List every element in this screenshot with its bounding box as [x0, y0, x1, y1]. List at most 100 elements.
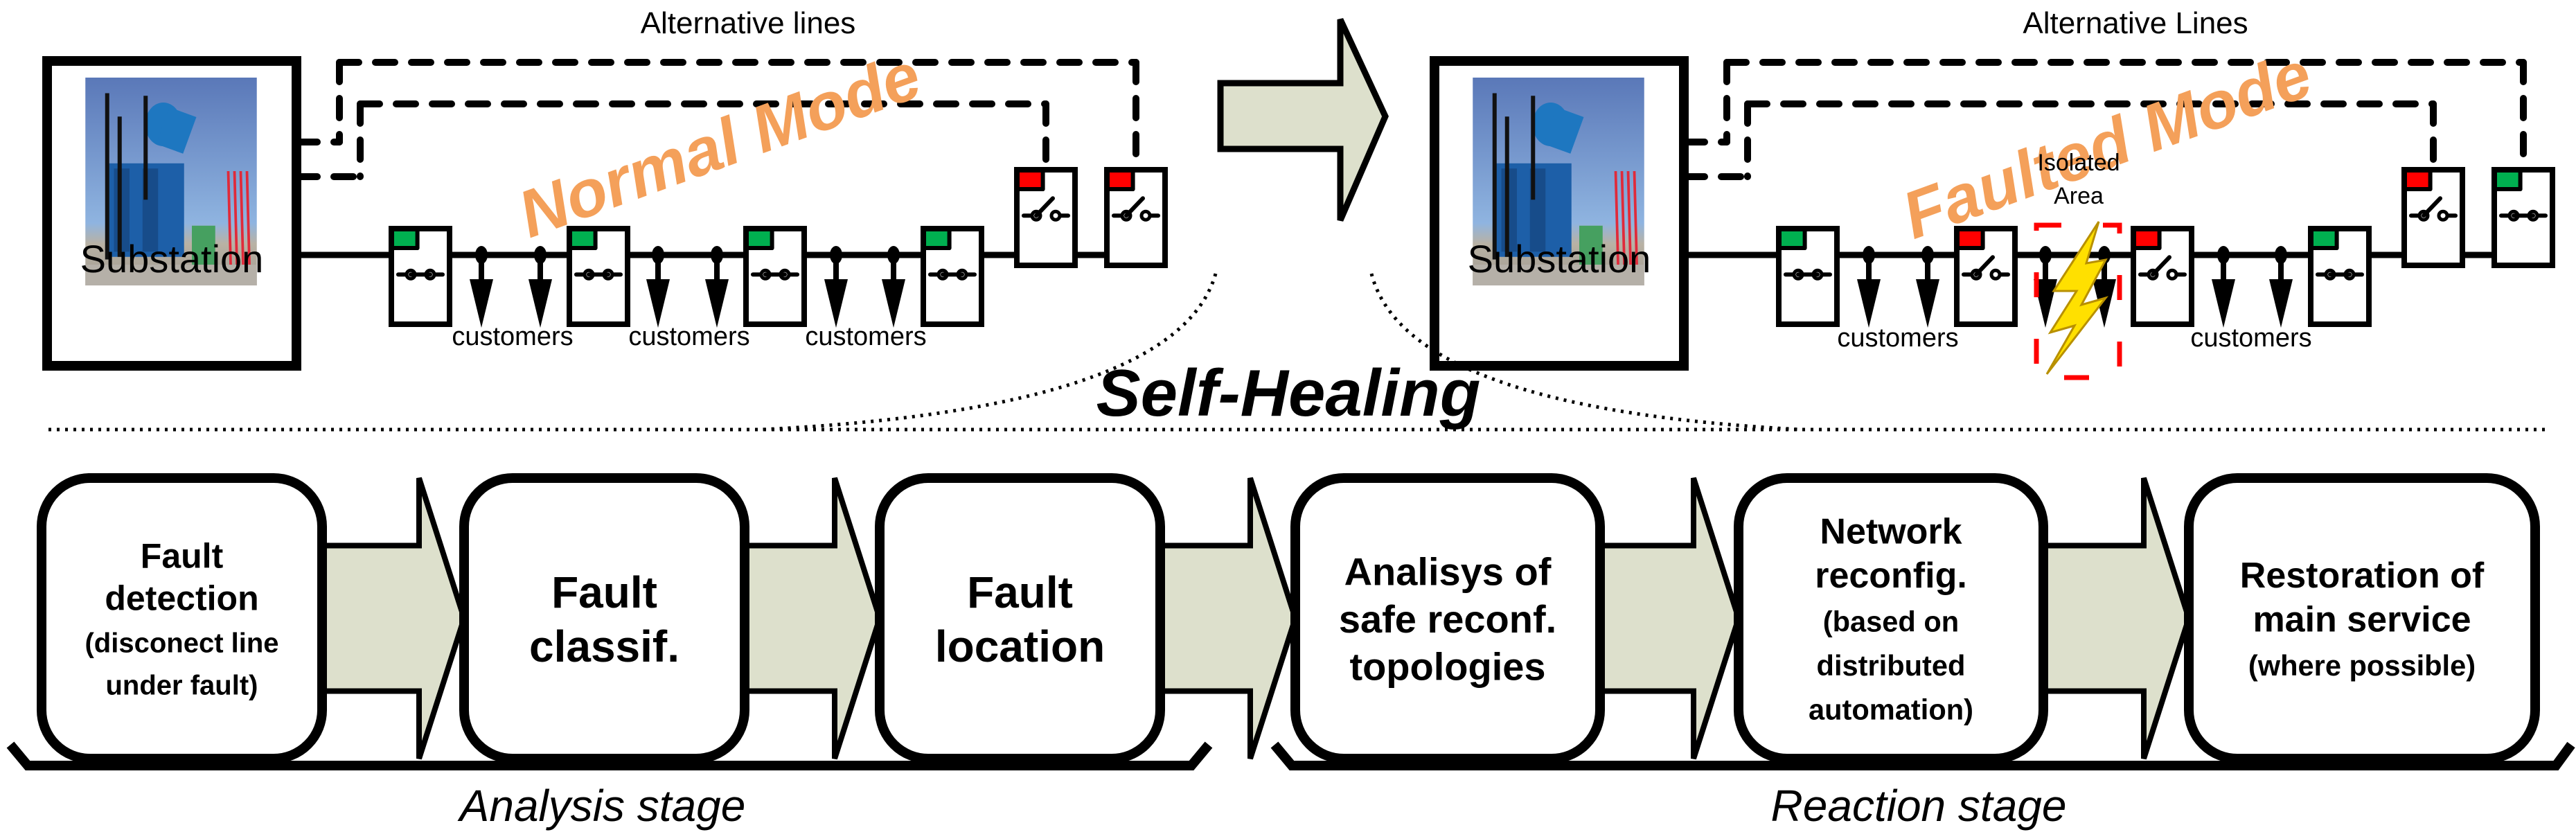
alternative-lines-label: Alternative Lines	[2023, 6, 2248, 40]
switch-open[interactable]	[1954, 226, 2018, 327]
right-block-arrow-icon	[1217, 18, 1389, 222]
step-text: distributed	[1817, 649, 1966, 682]
customer-arrow-icon	[2212, 279, 2235, 328]
alternative-lines-label: Alternative lines	[641, 6, 856, 40]
contact-icon	[2166, 268, 2178, 281]
self-healing-separator: Self-Healing	[48, 273, 2549, 432]
reaction-stage-label: Reaction stage	[1771, 781, 2067, 831]
customer-arrow-icon	[824, 279, 848, 328]
closed-status-indicator	[749, 231, 772, 247]
step-text: Analisys of	[1344, 550, 1552, 594]
substation-label: Substation	[1468, 237, 1651, 281]
step-text: safe reconf.	[1339, 597, 1556, 641]
customers-label: customers	[1837, 324, 1958, 353]
switch-closed[interactable]	[921, 226, 984, 327]
contact-icon	[2437, 209, 2449, 222]
customer-arrow-icon	[2034, 279, 2057, 328]
open-status-indicator	[1110, 173, 1133, 188]
switch-closed[interactable]	[743, 226, 807, 327]
flow-arrow-icon	[1597, 477, 1742, 760]
switch-open[interactable]	[1104, 167, 1168, 268]
lightning-fault-icon	[2045, 221, 2108, 375]
flow-arrow-icon	[742, 477, 883, 760]
open-status-indicator	[2407, 173, 2431, 188]
transition-arrow	[1217, 18, 1389, 222]
switch-closed[interactable]	[2491, 167, 2555, 268]
step-text: location	[935, 621, 1105, 671]
open-blade-icon	[2422, 196, 2442, 218]
step-text: (where possible)	[2248, 649, 2476, 682]
reaction-stage-bracket	[1270, 741, 2575, 770]
step-text: Fault	[551, 567, 657, 617]
isolated-area-box	[2034, 222, 2122, 380]
step-text: reconfig.	[1815, 556, 1967, 596]
customer-arrow-icon	[705, 279, 729, 328]
open-blade-icon	[2151, 255, 2171, 277]
customers-label: customers	[452, 322, 573, 351]
closed-status-indicator	[2313, 231, 2337, 247]
open-status-indicator	[2136, 231, 2160, 247]
switch-open[interactable]	[2131, 226, 2194, 327]
isolated-area-label: Area	[2054, 183, 2104, 209]
dotted-arc-right	[1369, 273, 1802, 432]
customers-label: customers	[805, 322, 926, 351]
closed-status-indicator	[926, 231, 950, 247]
closed-status-indicator	[394, 231, 418, 247]
contact-icon	[1989, 268, 2002, 281]
step-text: detection	[105, 579, 258, 617]
step-text: Fault	[141, 536, 224, 575]
step-text: main service	[2253, 600, 2471, 640]
contact-icon	[1049, 209, 1062, 222]
step-box-outline	[459, 473, 749, 763]
isolated-area-label: Isolated	[2037, 150, 2120, 176]
switch-closed[interactable]	[1776, 226, 1840, 327]
process-step-box: Fault detection (disconect line under fault…	[37, 473, 327, 763]
step-text: topologies	[1349, 644, 1545, 688]
step-text: (based on	[1823, 606, 1959, 638]
contact-icon	[1139, 209, 1152, 222]
closed-status-indicator	[572, 231, 596, 247]
open-blade-icon	[1034, 196, 1055, 218]
step-text: Fault	[967, 567, 1073, 617]
step-box-outline	[2184, 473, 2540, 763]
open-status-indicator	[1020, 173, 1043, 188]
customers-label: customers	[2190, 324, 2311, 353]
switch-open[interactable]	[1014, 167, 1078, 268]
step-text: classif.	[529, 621, 679, 671]
open-status-indicator	[1960, 231, 1983, 247]
customer-arrow-icon	[470, 279, 493, 328]
switch-closed[interactable]	[2308, 226, 2372, 327]
closed-status-indicator	[2497, 173, 2521, 188]
step-text: (disconect line	[85, 628, 278, 658]
customer-arrow-icon	[528, 279, 552, 328]
customer-arrow-icon	[646, 279, 670, 328]
customer-arrow-icon	[1916, 279, 1939, 328]
switch-open[interactable]	[2401, 167, 2465, 268]
customer-arrow-icon	[2093, 279, 2116, 328]
customer-arrow-icon	[1857, 279, 1881, 328]
step-text: under fault)	[106, 670, 258, 700]
analysis-stage-bracket	[6, 741, 1213, 770]
step-box-outline	[875, 473, 1165, 763]
mode-label: Faulted Mode	[1893, 37, 2321, 253]
step-text: Restoration of	[2240, 556, 2485, 596]
substation-label: Substation	[80, 237, 264, 281]
open-blade-icon	[1124, 196, 1145, 218]
step-box-outline	[37, 473, 327, 763]
customer-arrow-icon	[882, 279, 905, 328]
flow-arrow-icon	[2041, 477, 2192, 760]
switch-closed[interactable]	[567, 226, 630, 327]
switch-closed[interactable]	[389, 226, 452, 327]
dotted-arc-left	[761, 273, 1218, 432]
step-text: Network	[1820, 512, 1962, 552]
open-blade-icon	[1974, 255, 1995, 277]
step-text: automation)	[1809, 693, 1973, 725]
analysis-stage-label: Analysis stage	[457, 781, 746, 831]
flow-arrow-icon	[319, 477, 468, 760]
